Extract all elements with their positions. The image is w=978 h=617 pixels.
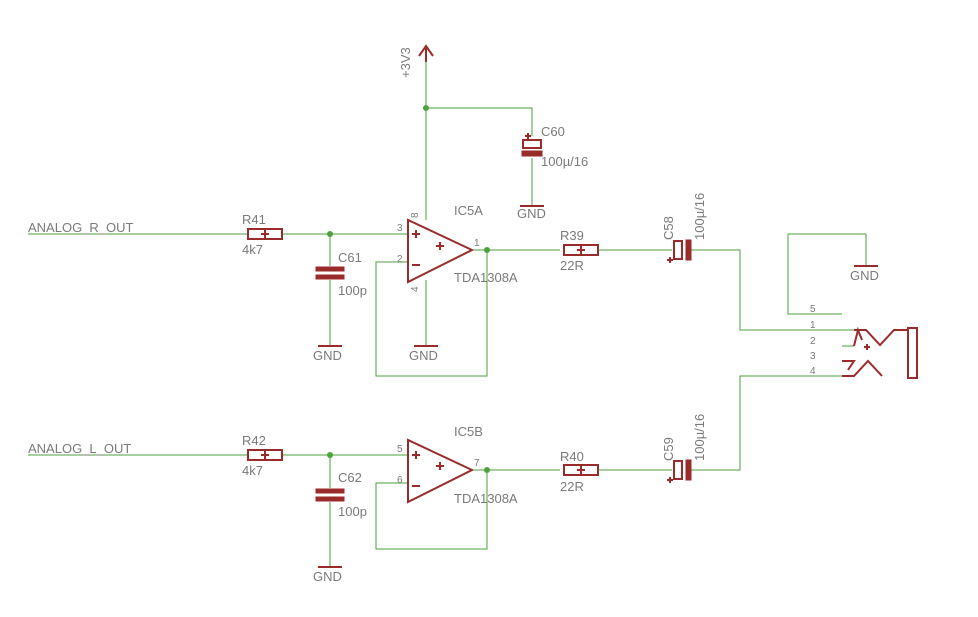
r42-name: R42	[242, 433, 266, 448]
c60-value: 100µ/16	[541, 154, 588, 169]
jack-pin-number: 2	[810, 336, 816, 347]
c59-name: C59	[661, 437, 676, 461]
jack-pin-number: 3	[810, 351, 816, 362]
c58-name: C58	[661, 216, 676, 240]
junction-dot	[423, 105, 429, 111]
c61-value: 100p	[338, 283, 367, 298]
pin-number: 4	[410, 286, 421, 292]
gnd-label: GND	[409, 348, 438, 363]
capacitor-c62	[315, 488, 345, 502]
resistor-r41	[247, 228, 283, 240]
ic5b-value: TDA1308A	[454, 491, 518, 506]
capacitor-c61	[315, 266, 345, 280]
wires	[28, 52, 867, 567]
junction-dot	[484, 467, 490, 473]
ground-symbols	[318, 205, 878, 568]
pin-number: 2	[397, 254, 403, 265]
r40-name: R40	[560, 449, 584, 464]
r41-value: 4k7	[242, 242, 263, 257]
capacitor-c60	[521, 133, 543, 157]
jack-pin-number: 4	[810, 366, 816, 377]
opamp-ic5b	[407, 438, 475, 504]
r40-value: 22R	[560, 479, 584, 494]
junction-dot	[327, 452, 333, 458]
capacitor-c58	[667, 239, 692, 263]
c60-name: C60	[541, 124, 565, 139]
gnd-label: GND	[517, 206, 546, 221]
ic5a-name: IC5A	[454, 203, 483, 218]
jack-pin-number: 1	[810, 320, 816, 331]
pin-number: 6	[397, 475, 403, 486]
gnd-label: GND	[313, 348, 342, 363]
junction-dots	[327, 105, 490, 473]
r39-value: 22R	[560, 258, 584, 273]
pin-number: 5	[397, 444, 403, 455]
c62-name: C62	[338, 470, 362, 485]
jack-pin-number: 5	[810, 304, 816, 315]
ic5b-name: IC5B	[454, 424, 483, 439]
audio-jack	[842, 326, 918, 379]
gnd-label: GND	[850, 268, 879, 283]
r39-name: R39	[560, 228, 584, 243]
junction-dot	[484, 247, 490, 253]
junction-dot	[327, 231, 333, 237]
r41-name: R41	[242, 212, 266, 227]
c62-value: 100p	[338, 504, 367, 519]
pin-number: 1	[474, 238, 480, 249]
pin-number: 8	[410, 212, 421, 218]
resistor-r40	[563, 464, 599, 476]
opamp-ic5a	[407, 218, 475, 284]
supply-symbol	[418, 44, 434, 62]
c61-name: C61	[338, 250, 362, 265]
c59-value: 100µ/16	[692, 414, 707, 461]
resistor-r42	[247, 449, 283, 461]
net-label-analog-r-out: ANALOG_R_OUT	[28, 220, 134, 235]
c58-value: 100µ/16	[692, 193, 707, 240]
supply-label: +3V3	[398, 47, 413, 78]
r42-value: 4k7	[242, 463, 263, 478]
pin-number: 3	[397, 223, 403, 234]
capacitor-c59	[667, 459, 692, 483]
gnd-label: GND	[313, 569, 342, 584]
ic5a-value: TDA1308A	[454, 270, 518, 285]
resistor-r39	[563, 244, 599, 256]
pin-number: 7	[474, 458, 480, 469]
net-label-analog-l-out: ANALOG_L_OUT	[28, 441, 131, 456]
